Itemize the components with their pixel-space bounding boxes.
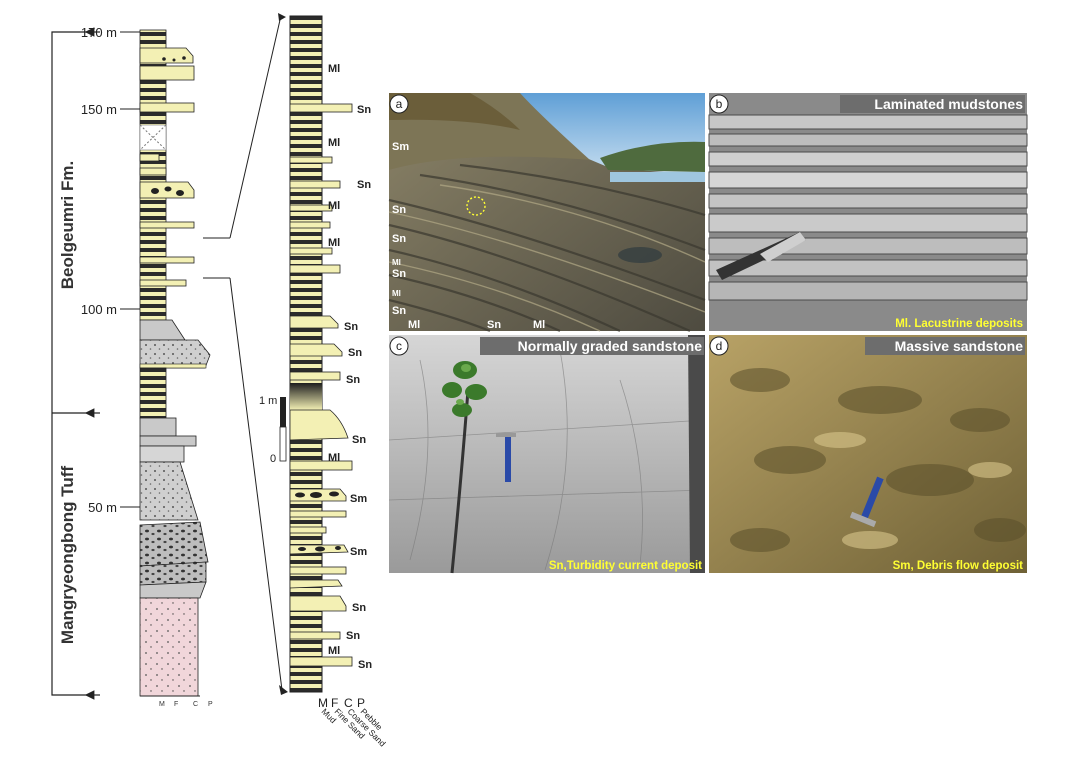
photo-a-label: Sn (392, 233, 406, 245)
photo-a-label: Ml (392, 289, 401, 298)
facies-label: Sn (358, 659, 372, 671)
left-grain-axis: M F C P (159, 701, 213, 708)
facies-label: Ml (328, 63, 340, 75)
scale-bar-top-label: 1 m (259, 395, 277, 407)
facies-label: Sn (352, 602, 366, 614)
photo-panel-d: d Massive sandstone Sm, Debris flow depo… (709, 335, 1027, 573)
depth-tick-label: 50 m (88, 500, 117, 515)
formation-lower-label: Mangryeongbong Tuff (58, 466, 77, 644)
left-grain-letter: C (193, 701, 198, 708)
facies-label: Sm (350, 546, 367, 558)
facies-label: Sn (357, 104, 371, 116)
photo-a-label: Sn (487, 319, 501, 331)
facies-label: Ml (328, 137, 340, 149)
facies-label: Sn (346, 630, 360, 642)
facies-label: Sn (346, 374, 360, 386)
facies-label: Ml (328, 645, 340, 657)
zoom-connector (203, 20, 282, 690)
scale-bar-bottom-label: 0 (270, 453, 276, 465)
detailed-stratigraphic-column (290, 16, 352, 692)
photo-a-label: Sn (392, 305, 406, 317)
facies-label: Ml (328, 452, 340, 464)
photo-caption: Laminated mudstones (874, 96, 1023, 112)
photo-a-label: Sn (392, 204, 406, 216)
photo-a-label: Sn (392, 268, 406, 280)
formation-upper-label: Beolgeumri Fm. (58, 161, 77, 289)
photo-caption: Massive sandstone (895, 338, 1024, 354)
connector-arrow-icon (279, 685, 288, 695)
photo-panel-b: b Laminated mudstones Ml. Lacustrine dep… (709, 93, 1027, 331)
facies-label: Sn (352, 434, 366, 446)
facies-label: Sn (357, 179, 371, 191)
facies-label: Sm (350, 493, 367, 505)
photo-caption: Normally graded sandstone (518, 338, 703, 354)
photo-letter: d (716, 339, 723, 353)
photo-a-label: Ml (408, 319, 420, 331)
overall-stratigraphic-column (140, 30, 210, 696)
photo-note: Ml. Lacustrine deposits (895, 318, 1023, 330)
facies-label: Ml (328, 200, 340, 212)
photo-panel-c: c Normally graded sandstone Sn,Turbidity… (389, 335, 705, 573)
photo-a-label: Ml (392, 258, 401, 267)
photo-panel-a: a Sm Sn Sn Ml Sn Ml Sn Ml Sn Ml (389, 93, 705, 331)
facies-label: Sn (348, 347, 362, 359)
facies-label: Sn (344, 321, 358, 333)
left-grain-letter: P (208, 701, 213, 708)
left-grain-letter: F (174, 701, 178, 708)
facies-label: Ml (328, 237, 340, 249)
photo-letter: c (396, 339, 402, 353)
photo-note: Sn,Turbidity current deposit (549, 560, 702, 572)
photo-letter: b (716, 97, 723, 111)
photo-letter: a (396, 97, 403, 111)
connector-arrow-icon (278, 13, 286, 21)
scale-bar: 1 m 0 (259, 395, 286, 465)
depth-tick-label: 100 m (81, 302, 117, 317)
left-grain-letter: M (159, 701, 165, 708)
depth-tick-label: 170 m (81, 25, 117, 40)
detailed-grain-axis: M F C P Mud Fine Sand Coarse Sand Pebble (318, 696, 388, 749)
depth-tick-marks (120, 32, 140, 507)
photo-note: Sm, Debris flow deposit (893, 560, 1024, 572)
photo-a-label: Ml (533, 319, 545, 331)
depth-ticks: 170 m 150 m 100 m 50 m (81, 25, 117, 515)
depth-tick-label: 150 m (81, 102, 117, 117)
photo-a-label: Sm (392, 141, 409, 153)
